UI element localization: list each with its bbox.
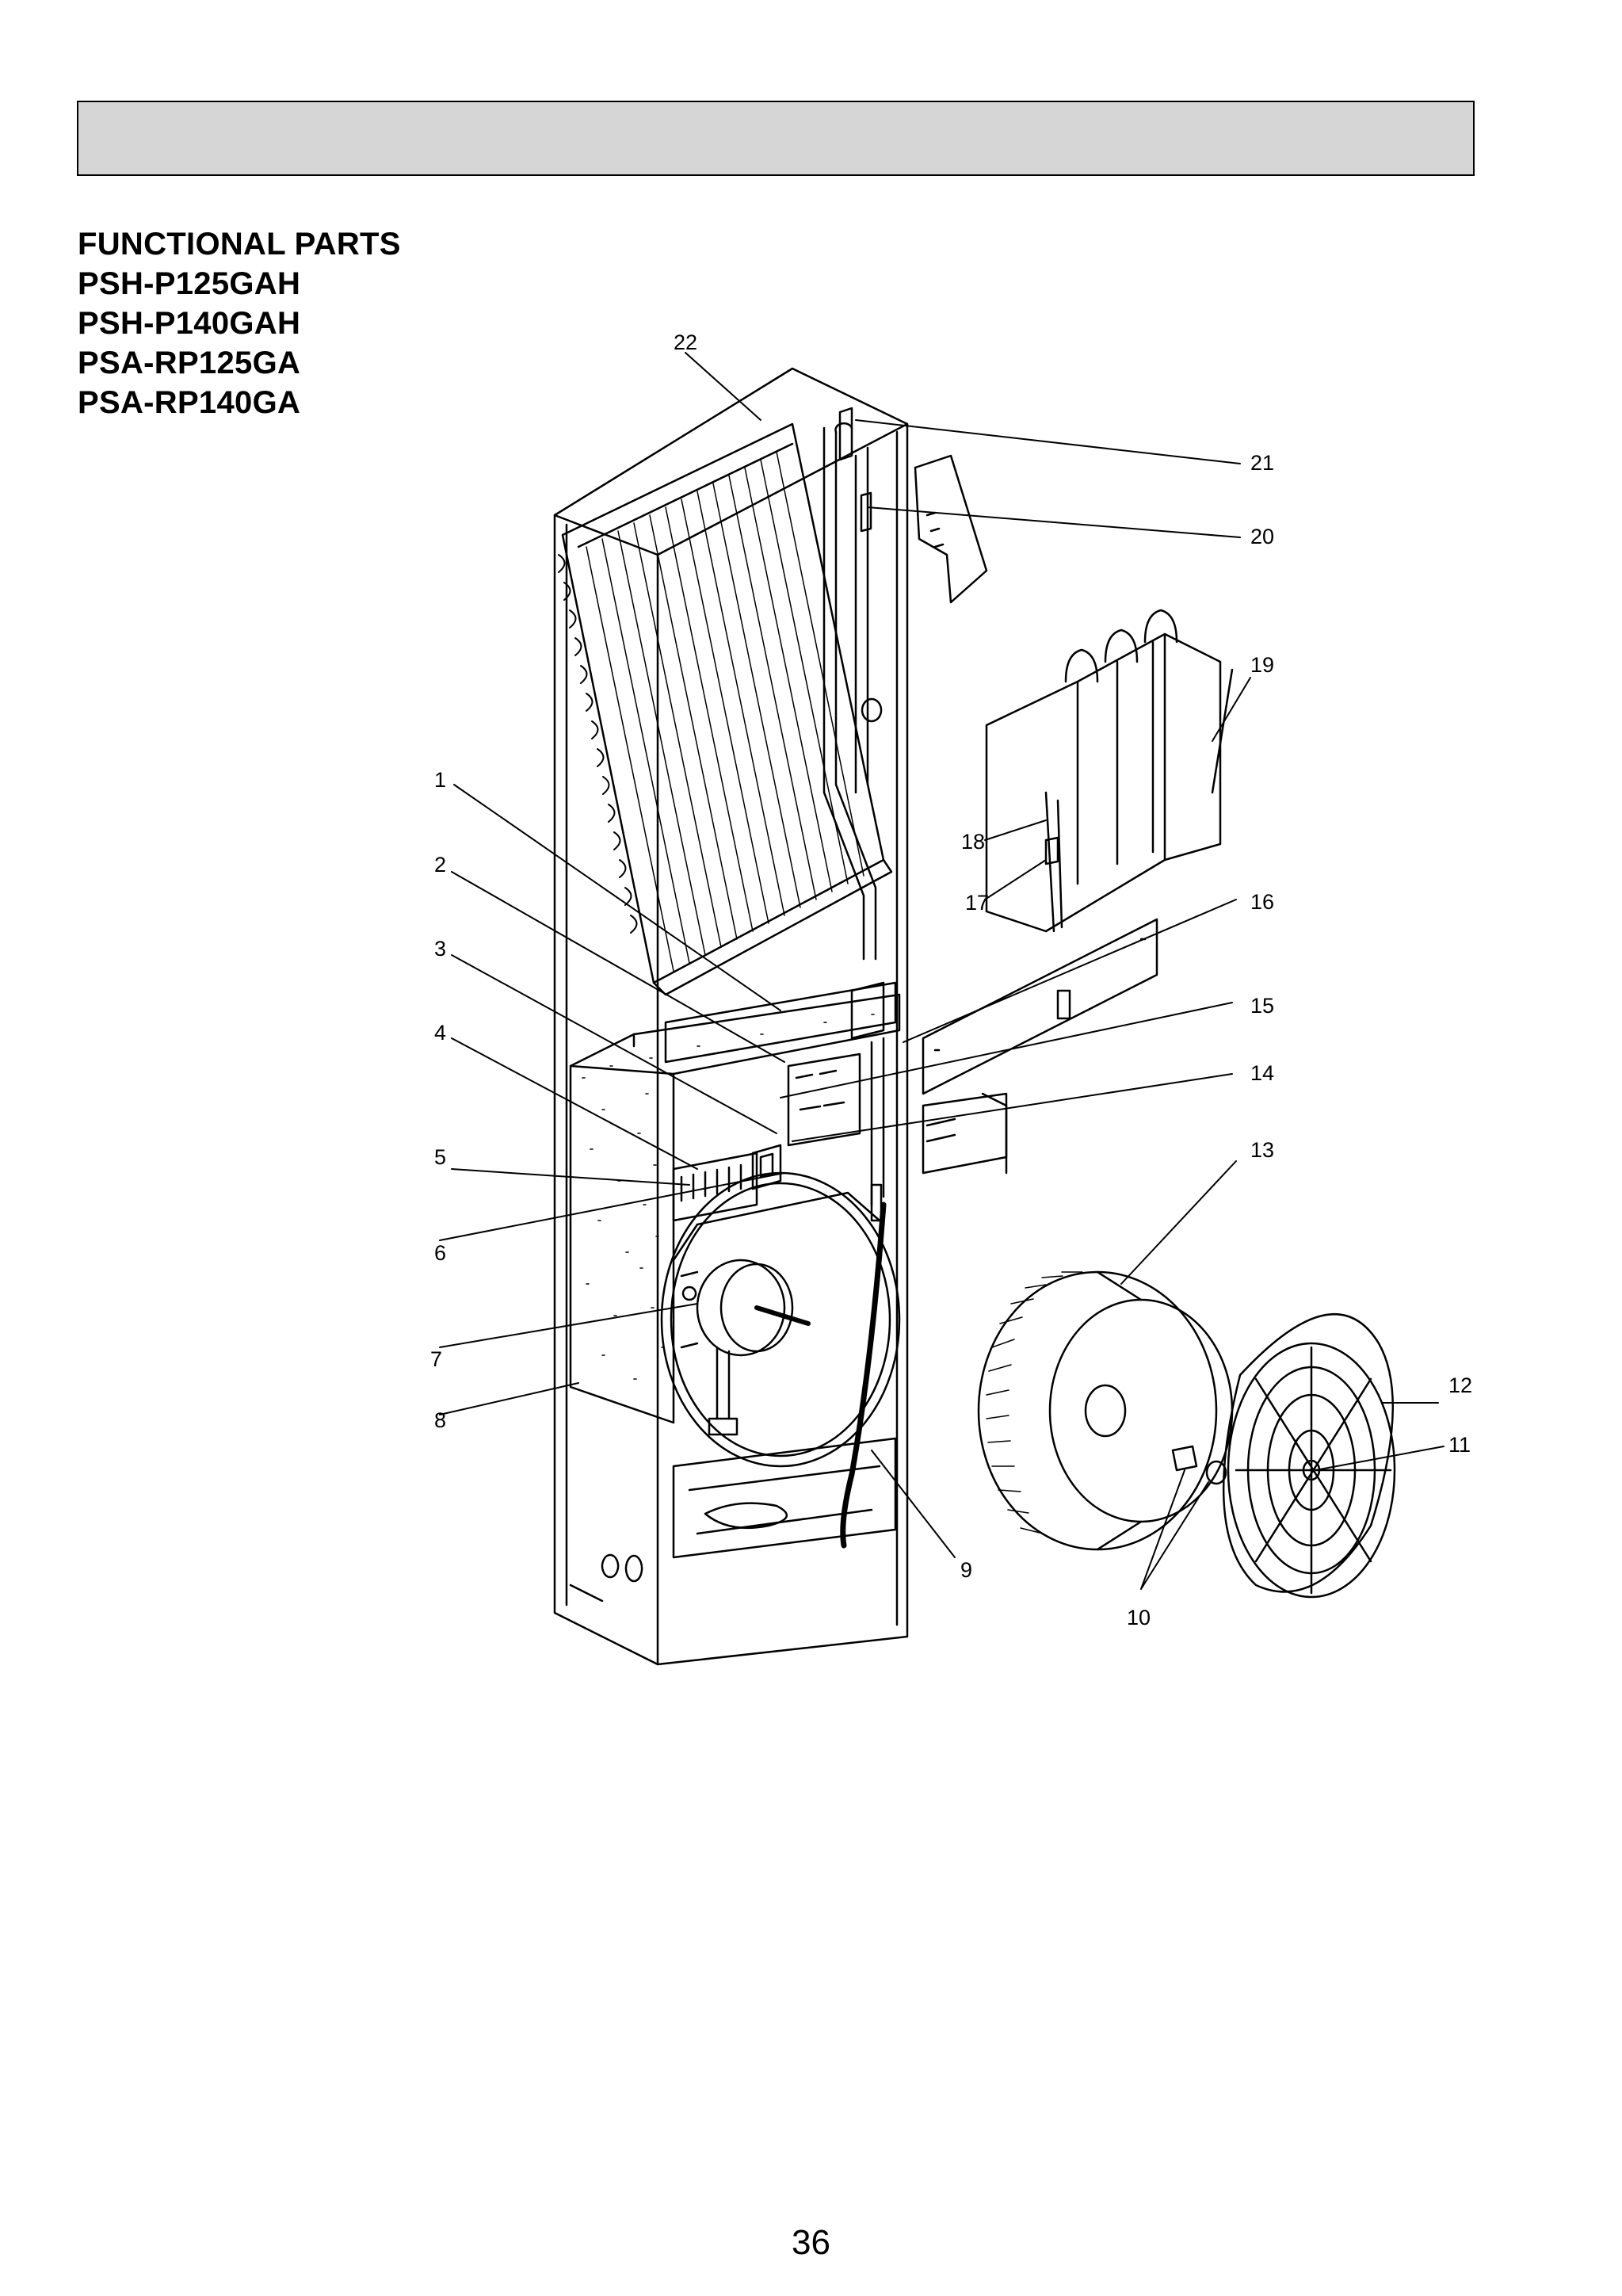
control-box-drawing <box>664 981 897 1549</box>
model-name: PSA-RP125GA <box>78 346 301 380</box>
callout-8: 8 <box>434 1408 446 1432</box>
callout-11: 11 <box>1448 1433 1471 1457</box>
callout-7: 7 <box>430 1347 442 1371</box>
callout-3: 3 <box>434 937 446 961</box>
callout-15: 15 <box>1250 994 1274 1018</box>
header-band <box>77 101 1475 176</box>
heater-drawing <box>985 609 1234 933</box>
fan-wheel-drawing <box>977 1270 1234 1551</box>
callout-18: 18 <box>961 830 985 854</box>
bracket-drawing <box>914 454 988 604</box>
callout-4: 4 <box>434 1021 446 1045</box>
model-name: PSA-RP140GA <box>78 385 301 420</box>
callout-9: 9 <box>960 1558 972 1582</box>
plates-drawing <box>922 918 1158 1175</box>
page-number: 36 <box>792 2223 830 2262</box>
callout-12: 12 <box>1448 1373 1472 1397</box>
fasteners-drawing <box>1171 1445 1227 1485</box>
callout-1: 1 <box>434 768 446 792</box>
callout-13: 13 <box>1250 1138 1274 1162</box>
leader-lines <box>439 352 1445 1590</box>
callout-22: 22 <box>674 330 697 354</box>
cabinet-drawing <box>553 367 909 1666</box>
callout-20: 20 <box>1250 525 1274 548</box>
callout-labels: 1 2 3 4 5 6 7 8 9 10 11 12 13 14 15 16 1… <box>430 330 1472 1629</box>
fan-motor-drawing <box>680 1259 811 1436</box>
callout-16: 16 <box>1250 890 1274 914</box>
callout-10: 10 <box>1127 1606 1151 1629</box>
callout-21: 21 <box>1250 451 1274 475</box>
model-name: PSH-P140GAH <box>78 306 301 341</box>
model-name: PSH-P125GAH <box>78 266 301 301</box>
callout-14: 14 <box>1250 1061 1274 1085</box>
callout-19: 19 <box>1250 653 1274 677</box>
fan-guard-drawing <box>1223 1313 1396 1599</box>
title-block: FUNCTIONAL PARTS PSH-P125GAH PSH-P140GAH… <box>78 224 401 422</box>
callout-2: 2 <box>434 853 446 877</box>
section-heading: FUNCTIONAL PARTS <box>78 227 401 262</box>
heat-exchanger-drawing <box>558 407 893 996</box>
callout-5: 5 <box>434 1145 446 1169</box>
callout-6: 6 <box>434 1241 446 1265</box>
callout-17: 17 <box>965 891 989 915</box>
